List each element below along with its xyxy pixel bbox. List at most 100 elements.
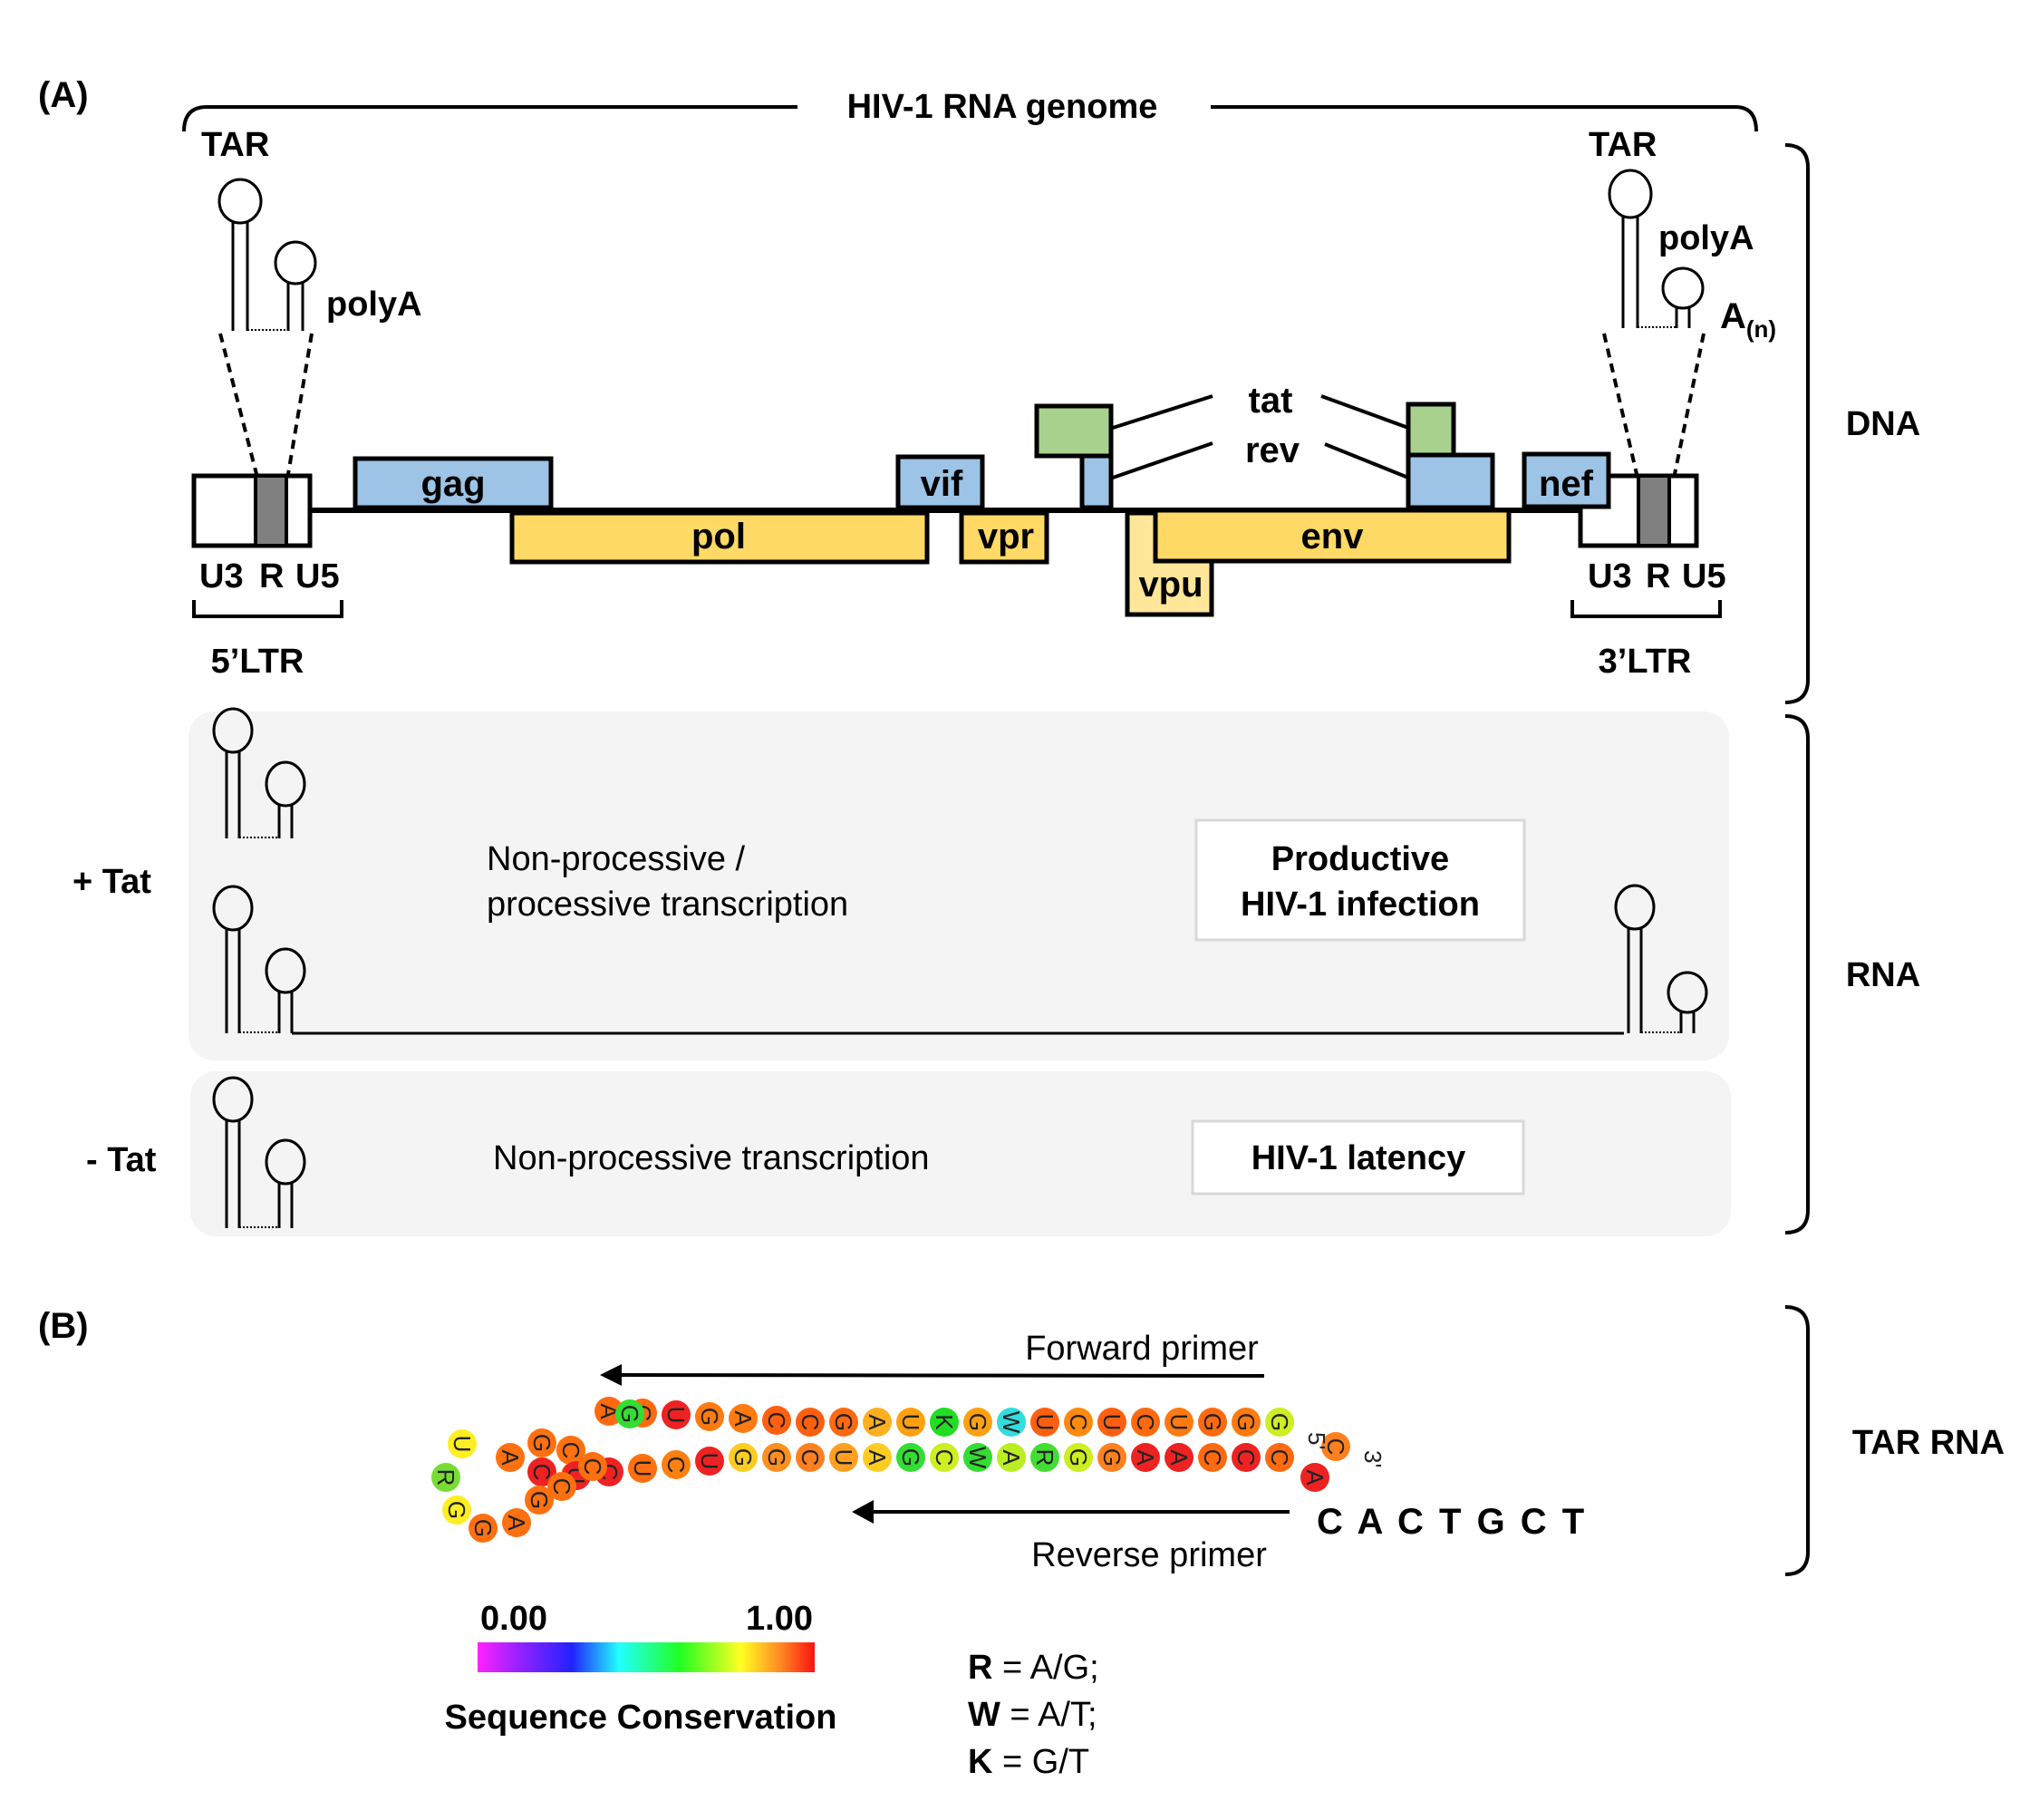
- nucleotide-loop: C: [527, 1457, 556, 1486]
- nucleotide-bottom: A: [863, 1443, 892, 1472]
- nucleotide-bottom: U: [628, 1454, 657, 1483]
- svg-text:C: C: [1132, 1414, 1159, 1431]
- nucleotide-loop: G: [527, 1428, 556, 1457]
- plus-tat-hairpins-full: [212, 884, 1708, 1035]
- nucleotide-loop: G: [615, 1399, 644, 1428]
- ltr3-r: R: [1646, 557, 1670, 595]
- svg-text:C: C: [1065, 1414, 1092, 1431]
- latency-label: HIV-1 latency: [1251, 1139, 1466, 1177]
- forward-primer-label: Forward primer: [1025, 1330, 1259, 1368]
- gene-vpr: vpr: [959, 510, 1049, 565]
- productive-infection-box: [1194, 818, 1526, 942]
- genome-title: HIV-1 RNA genome: [847, 88, 1158, 126]
- tar-hairpin-right: [1608, 169, 1653, 328]
- svg-text:G: G: [526, 1491, 553, 1509]
- polya-hairpin-left: [247, 240, 317, 331]
- svg-text:G: G: [1199, 1413, 1226, 1431]
- svg-text:U: U: [629, 1460, 656, 1477]
- tat-rev-leaders: [1112, 394, 1409, 479]
- svg-text:C: C: [557, 1442, 585, 1459]
- ltr3-u3: U3: [1588, 557, 1632, 595]
- svg-text:G: G: [897, 1448, 924, 1467]
- svg-text:C: C: [797, 1414, 824, 1431]
- nucleotide-bottom: R: [1030, 1443, 1059, 1472]
- svg-text:env: env: [1301, 517, 1365, 557]
- svg-text:W: W: [998, 1411, 1025, 1434]
- tar-rna-bracket: [1784, 1305, 1810, 1576]
- forward-primer-arrow: [600, 1364, 1265, 1386]
- ltr5-u3: U3: [199, 557, 244, 595]
- nucleotide-bottom: W: [963, 1443, 992, 1472]
- tar-rna-structure: GGGUCUCUWGKUAGCCAGUCACCCAAGGRAWCGAUCGGUC…: [431, 1397, 1350, 1543]
- nucleotide-loop: C: [556, 1436, 585, 1465]
- nucleotide-top: C: [1064, 1408, 1093, 1437]
- ltr5-r: R: [259, 557, 284, 595]
- nucleotide-bottom: G: [762, 1443, 791, 1472]
- polya-right-label: polyA: [1658, 219, 1754, 257]
- productive-line1: Productive: [1271, 840, 1449, 878]
- rna-bracket: [1784, 714, 1810, 1234]
- nucleotide-bottom: A: [997, 1443, 1026, 1472]
- gene-env: env: [1153, 508, 1512, 564]
- svg-text:A: A: [864, 1449, 891, 1466]
- nucleotide-top: G: [963, 1408, 992, 1437]
- nucleotide-loop: A: [502, 1508, 531, 1537]
- nucleotide-bottom: C: [796, 1443, 825, 1472]
- svg-text:C: C: [763, 1412, 790, 1429]
- nucleotide-bottom: G: [1097, 1443, 1126, 1472]
- nucleotide-top: G: [829, 1408, 858, 1437]
- svg-text:R: R: [1031, 1449, 1058, 1467]
- latency-box: [1191, 1119, 1525, 1196]
- nucleotide-top: C: [796, 1408, 825, 1437]
- gene-tat-exon1: [1034, 403, 1114, 459]
- iupac-k: K = G/T: [968, 1743, 1089, 1781]
- nucleotide-bottom: U: [695, 1447, 724, 1476]
- legend-min: 0.00: [480, 1600, 547, 1638]
- tar-rna-label: TAR RNA: [1852, 1424, 2005, 1462]
- ltr5-bracket: [192, 600, 343, 618]
- iupac-w: W = A/T;: [968, 1696, 1097, 1734]
- legend-max: 1.00: [746, 1600, 813, 1638]
- svg-text:G: G: [1065, 1448, 1092, 1467]
- nucleotide-top: A: [863, 1408, 892, 1437]
- svg-text:W: W: [964, 1447, 991, 1469]
- an-label: A(n): [1720, 296, 1776, 343]
- nucleotide-bottom: G: [1064, 1443, 1093, 1472]
- nucleotide-loop: R: [431, 1463, 460, 1492]
- iupac-r: R = A/G;: [968, 1649, 1099, 1687]
- svg-text:U: U: [449, 1436, 476, 1453]
- r-region-right: [1637, 474, 1671, 547]
- gene-pol: pol: [509, 510, 930, 565]
- svg-text:A: A: [503, 1515, 530, 1531]
- nucleotide-top: A: [729, 1404, 758, 1433]
- three-prime-label: 3': [1359, 1450, 1387, 1467]
- nucleotide-top: G: [1198, 1408, 1227, 1437]
- svg-text:U: U: [696, 1453, 723, 1470]
- nucleotide-loop: U: [448, 1429, 477, 1458]
- nucleotide-top: C: [762, 1406, 791, 1435]
- tar-hairpin-left: [217, 178, 263, 331]
- svg-text:C: C: [528, 1464, 556, 1481]
- nucleotide-bottom: C: [1198, 1443, 1227, 1472]
- productive-line2: HIV-1 infection: [1241, 886, 1480, 924]
- nucleotide-loop: C: [547, 1472, 576, 1501]
- svg-text:U: U: [1098, 1414, 1126, 1431]
- svg-text:G: G: [443, 1501, 470, 1519]
- nucleotide-top: G: [1232, 1408, 1261, 1437]
- dna-bracket: [1784, 143, 1810, 704]
- svg-text:A: A: [998, 1449, 1025, 1466]
- legend-title: Sequence Conservation: [445, 1699, 837, 1737]
- zoom-lines-right: [1602, 333, 1706, 475]
- nucleotide-bottom: C: [1265, 1443, 1294, 1472]
- gene-rev-exon1: [1079, 453, 1114, 510]
- nucleotide-top: U: [1097, 1408, 1126, 1437]
- plus-tat-description-1: Non-processive /: [487, 840, 746, 878]
- svg-text:A: A: [1301, 1469, 1329, 1486]
- nucleotide-bottom: G: [896, 1443, 925, 1472]
- polya-left-label: polyA: [326, 286, 422, 324]
- nef-label: nef: [1539, 464, 1594, 504]
- primer-sequence: C A C T G C T: [1317, 1502, 1587, 1542]
- svg-text:pol: pol: [691, 517, 746, 557]
- svg-text:U: U: [830, 1449, 857, 1467]
